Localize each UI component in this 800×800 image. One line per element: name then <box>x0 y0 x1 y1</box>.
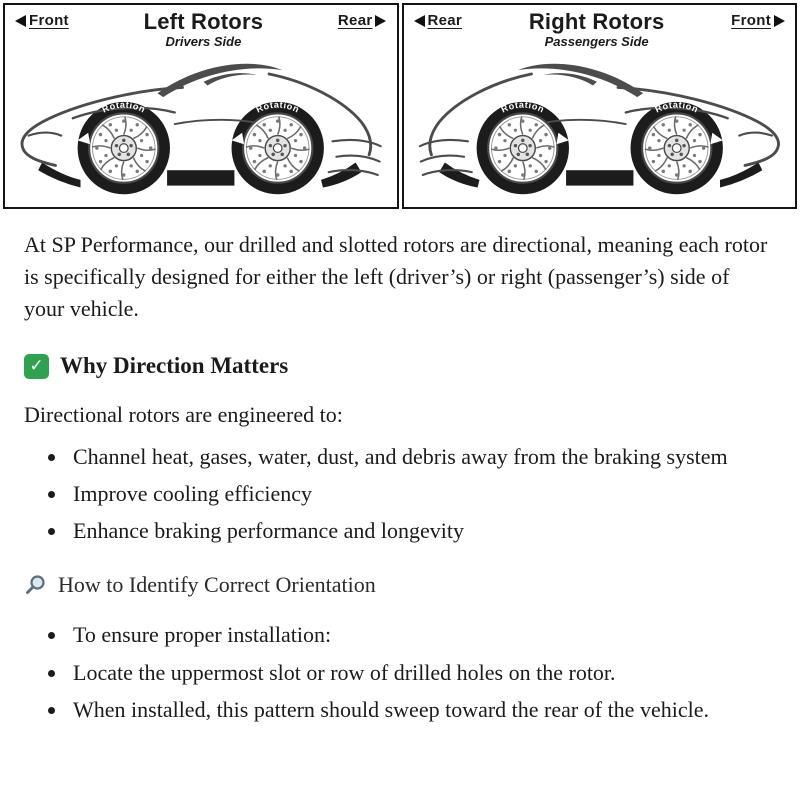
list-item: Enhance braking performance and longevit… <box>68 515 774 547</box>
product-description: At SP Performance, our drilled and slott… <box>0 209 800 726</box>
direction-label-text: Front <box>731 12 771 29</box>
identify-orientation-heading: How to Identify Correct Orientation <box>24 569 774 601</box>
list-item: Locate the uppermost slot or row of dril… <box>68 657 774 689</box>
list-item: When installed, this pattern should swee… <box>68 694 774 726</box>
why-direction-matters-heading: ✓ Why Direction Matters <box>24 349 774 383</box>
rear-direction-label: Rear <box>338 12 387 29</box>
list-item: Channel heat, gases, water, dust, and de… <box>68 441 774 473</box>
rotation-label: Rotation <box>254 99 300 114</box>
check-icon: ✓ <box>24 353 49 379</box>
magnifier-icon <box>26 575 45 594</box>
panel-subtitle: Passengers Side <box>544 34 649 50</box>
benefits-list: Channel heat, gases, water, dust, and de… <box>24 441 774 547</box>
rotation-arrow-icon <box>231 132 245 144</box>
direction-label-text: Rear <box>337 12 373 29</box>
rotation-label: Rotation <box>653 99 699 114</box>
svg-text:Rotation: Rotation <box>653 99 700 114</box>
rotation-arrow-icon <box>555 132 569 144</box>
left-panel-header: Front Left Rotors Drivers Side Rear <box>5 5 397 49</box>
heading-text: How to Identify Correct Orientation <box>58 572 376 598</box>
arrow-right-icon <box>774 14 785 27</box>
panel-title: Right Rotors <box>528 9 665 34</box>
direction-label-text: Rear <box>427 12 463 29</box>
rotation-arrow-icon <box>709 132 723 144</box>
engineered-to-lead: Directional rotors are engineered to: <box>24 401 343 427</box>
panel-title: Left Rotors <box>143 9 264 34</box>
heading-text: Why Direction Matters <box>60 353 289 379</box>
right-rotors-panel: Rear Right Rotors Passengers Side Front … <box>401 3 797 209</box>
left-panel-titles: Left Rotors Drivers Side <box>144 10 264 49</box>
rotation-label: Rotation <box>100 99 146 114</box>
direction-label-text: Front <box>29 12 69 29</box>
arrow-right-icon <box>375 14 387 27</box>
right-panel-titles: Right Rotors Passengers Side <box>529 10 665 49</box>
panel-subtitle: Drivers Side <box>165 34 242 50</box>
car-illustration-right: Rotation Rotation <box>404 49 796 201</box>
svg-text:Rotation: Rotation <box>100 99 147 114</box>
list-item: Improve cooling efficiency <box>68 478 774 510</box>
intro-paragraph: At SP Performance, our drilled and slott… <box>24 232 768 322</box>
rear-direction-label: Rear <box>413 12 463 29</box>
front-direction-label: Front <box>731 12 785 29</box>
svg-text:Rotation: Rotation <box>499 99 546 114</box>
rotation-label: Rotation <box>499 99 545 114</box>
arrow-left-icon <box>15 14 26 27</box>
list-item: To ensure proper installation: <box>68 619 774 651</box>
car-illustration-left: Rotation Rotation <box>5 49 397 201</box>
right-panel-header: Rear Right Rotors Passengers Side Front <box>404 5 796 49</box>
orientation-list: To ensure proper installation: Locate th… <box>24 619 774 725</box>
rotor-direction-diagram: Front Left Rotors Drivers Side Rear Rota… <box>0 0 800 209</box>
arrow-left-icon <box>413 14 425 27</box>
svg-text:Rotation: Rotation <box>254 99 301 114</box>
left-rotors-panel: Front Left Rotors Drivers Side Rear Rota… <box>3 3 399 209</box>
front-direction-label: Front <box>15 12 69 29</box>
